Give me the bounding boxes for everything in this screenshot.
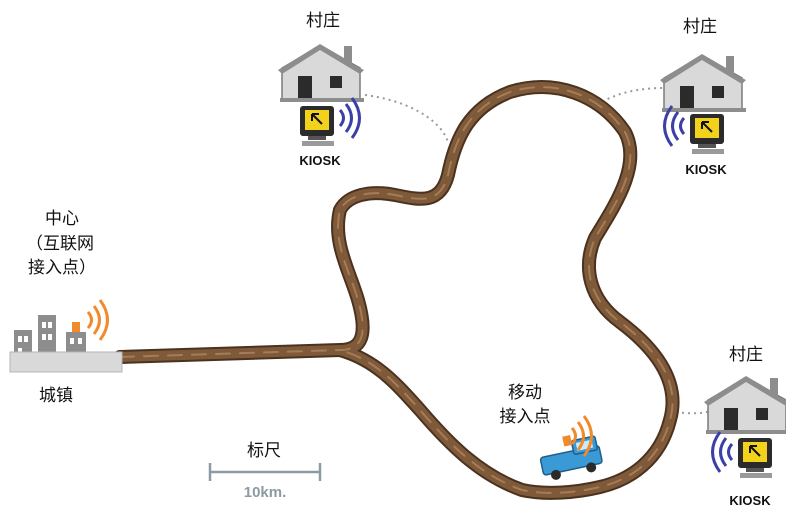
house-icon: [660, 54, 746, 112]
kiosk-label: KIOSK: [729, 493, 771, 508]
link-lower-village: [675, 409, 713, 415]
truck-icon: [539, 435, 603, 480]
mobile-label-line-1: 移动: [508, 383, 542, 403]
kiosk-label: KIOSK: [685, 162, 727, 177]
kiosk-label: KIOSK: [299, 153, 341, 168]
wifi-signal-icon: [663, 105, 686, 147]
hub-label-line-2: （互联网: [26, 234, 94, 254]
city-buildings-icon: [9, 315, 123, 373]
scale-value: 10km.: [243, 484, 287, 501]
mobile-label-line-2: 接入点: [499, 407, 551, 427]
village-label: 村庄: [683, 17, 717, 37]
wifi-signal-icon: [86, 299, 109, 341]
wifi-signal-icon: [711, 431, 734, 473]
house-icon: [704, 376, 786, 434]
hub-label-line-1: 中心: [45, 209, 79, 229]
kiosk-computer-icon: [690, 114, 724, 154]
link-left-village: [364, 94, 449, 143]
town-label: 城镇: [39, 386, 73, 406]
wifi-signal-icon: [338, 97, 361, 139]
village-label: 村庄: [729, 345, 763, 365]
kiosk-computer-icon: [738, 438, 772, 478]
scale-bar: [208, 463, 322, 481]
village-label: 村庄: [306, 11, 340, 31]
hub-label-line-3: 接入点）: [28, 258, 96, 278]
kiosk-computer-icon: [300, 106, 334, 146]
wifi-signal-icon: [570, 415, 593, 457]
house-icon: [278, 44, 364, 102]
road: [113, 80, 680, 500]
scale-title: 标尺: [247, 441, 281, 461]
